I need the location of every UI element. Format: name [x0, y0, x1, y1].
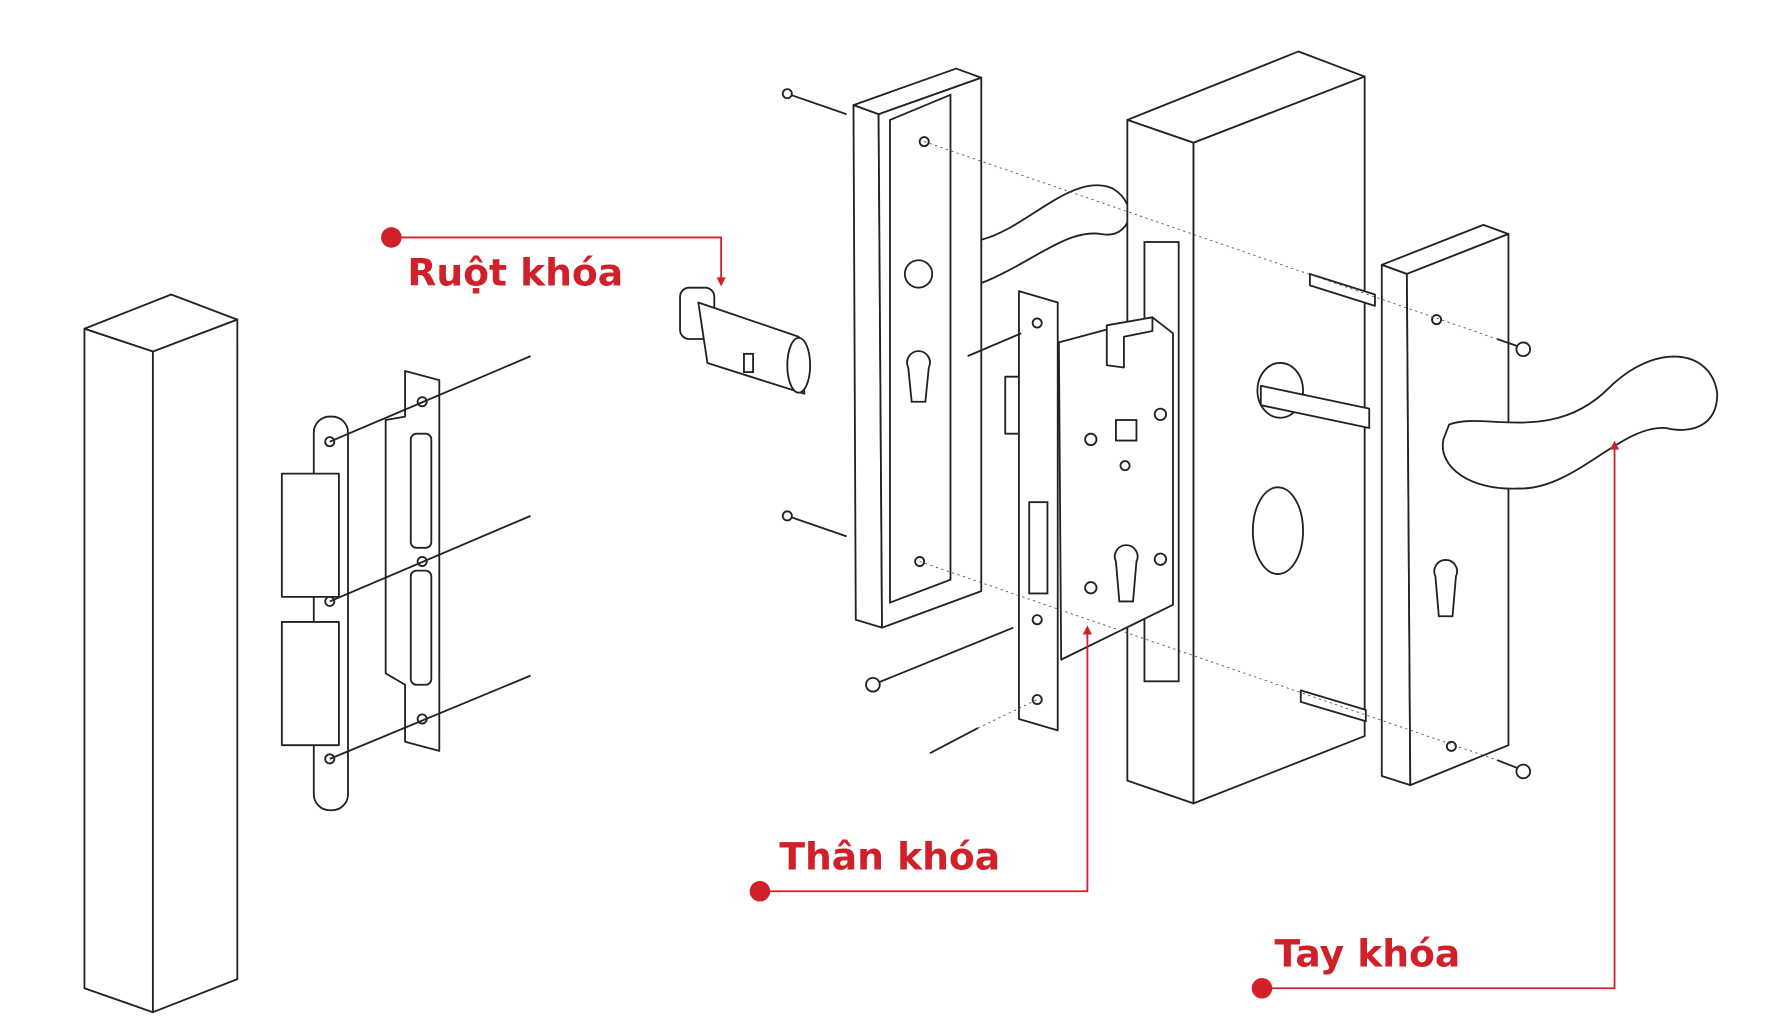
door-frame-post [83, 293, 239, 1014]
alignment-lines [919, 141, 1498, 761]
strike-plate [280, 355, 531, 812]
callout-cylinder: Ruột khóa [381, 227, 726, 294]
label-handle: Tay khóa [1275, 932, 1461, 976]
lever-handle [1441, 355, 1719, 490]
lock-cylinder [679, 286, 812, 395]
mortise-lock-body [1004, 290, 1174, 732]
screws [781, 88, 1532, 780]
callout-handle: Tay khóa [1251, 440, 1620, 999]
door-leaf [1126, 50, 1376, 805]
callout-body: Thân khóa [749, 625, 1092, 902]
inner-handle [980, 184, 1130, 284]
inner-escutcheon [1380, 223, 1510, 787]
outer-escutcheon [852, 67, 983, 629]
label-body: Thân khóa [779, 835, 1000, 879]
label-cylinder: Ruột khóa [407, 250, 623, 294]
